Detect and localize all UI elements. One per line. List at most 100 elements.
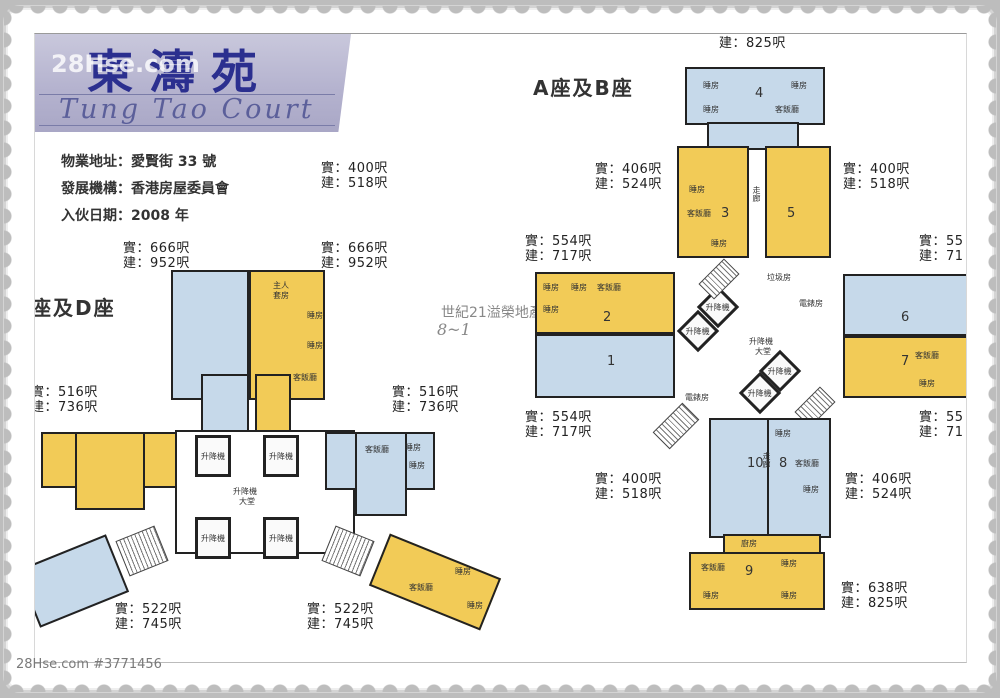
area-ab-1: 實：554呎 建：717呎 — [525, 410, 592, 440]
area-cd-mid-left: 實：516呎 建：736呎 — [34, 385, 98, 415]
gross-area: 建：952呎 — [123, 256, 190, 271]
estate-name-en: Tung Tao Court — [39, 94, 335, 126]
gross-area: 建：745呎 — [307, 617, 374, 632]
saleable-area: 實：516呎 — [392, 385, 459, 400]
area-ab-9: 實：638呎 建：825呎 — [841, 581, 908, 611]
handwritten-note: 8~1 — [437, 320, 471, 339]
saleable-area: 實：554呎 — [525, 234, 592, 249]
developer-line: 發展機構：香港房屋委員會 — [61, 181, 229, 197]
room-label: 睡房 — [467, 601, 483, 610]
unit-cd-mid-right-living — [355, 432, 407, 516]
room-label: 客飯廳 — [293, 373, 317, 382]
title-banner: 東濤苑 Tung Tao Court 28Hse.com — [35, 34, 351, 132]
agent-watermark: 世紀21溢榮地產 — [441, 305, 543, 321]
saleable-area: 實：638呎 — [841, 581, 908, 596]
room-label: 睡房 — [775, 429, 791, 438]
unit-cd-bottom-right[interactable] — [368, 533, 502, 631]
lift-label: 升降機 — [269, 451, 293, 461]
room-label: 睡房 — [703, 81, 719, 90]
room-label: 睡房 — [405, 443, 421, 452]
room-label: 睡房 — [919, 379, 935, 388]
unit-10[interactable] — [709, 418, 773, 538]
gross-area: 建：71 — [919, 249, 964, 264]
unit-7[interactable] — [843, 336, 966, 398]
room-label: 套房 — [273, 291, 289, 300]
room-label: 睡房 — [781, 591, 797, 600]
stairs — [115, 525, 169, 577]
stamp-edge-left — [4, 8, 14, 690]
area-ab-7: 實：55 建：71 — [919, 410, 964, 440]
gross-area: 建：518呎 — [321, 176, 388, 191]
saleable-area: 實：554呎 — [525, 410, 592, 425]
lift-label: 升降機 — [768, 366, 792, 376]
unit-9[interactable] — [689, 552, 825, 610]
unit-5[interactable] — [765, 146, 831, 258]
unit-8[interactable] — [767, 418, 831, 538]
block-cd-title: 座及D座 — [34, 296, 116, 320]
saleable-area: 實：400呎 — [843, 162, 910, 177]
saleable-area: 實：522呎 — [115, 602, 182, 617]
lift-label: 升降機 — [201, 451, 225, 461]
area-cd-top-left: 實：666呎 建：952呎 — [123, 241, 190, 271]
gross-area: 建：736呎 — [34, 400, 98, 415]
saleable-area: 實：522呎 — [307, 602, 374, 617]
room-label: 睡房 — [307, 341, 323, 350]
unit-4-service — [707, 122, 799, 150]
stairs — [698, 258, 740, 300]
room-label: 客飯廳 — [775, 105, 799, 114]
gross-area: 建：71 — [919, 425, 964, 440]
room-label: 主人 — [273, 281, 289, 290]
unit-6[interactable] — [843, 274, 966, 336]
area-note-top: 實：400呎 建：518呎 — [321, 161, 388, 191]
room-label: 睡房 — [803, 485, 819, 494]
block-ab-title: A座及B座 — [533, 76, 634, 100]
lift: 升降機 — [263, 517, 299, 559]
unit-cd-mid-left-living — [75, 432, 145, 510]
room-label: 睡房 — [791, 81, 807, 90]
gross-area: 建：952呎 — [321, 256, 388, 271]
unit-number: 3 — [721, 206, 730, 221]
site-watermark: 28Hse.com — [51, 50, 200, 78]
room-label: 電錶房 — [799, 299, 823, 308]
room-label: 客飯廳 — [701, 563, 725, 572]
lift: 升降機 — [195, 517, 231, 559]
gross-area: 建：524呎 — [845, 487, 912, 502]
saleable-area: 實：400呎 — [595, 472, 662, 487]
area-ab-5: 實：400呎 建：518呎 — [843, 162, 910, 192]
room-label: 睡房 — [455, 567, 471, 576]
unit-3[interactable] — [677, 146, 749, 258]
room-label: 睡房 — [703, 105, 719, 114]
unit-number: 7 — [901, 354, 910, 369]
lobby-label: 大堂 — [755, 347, 771, 356]
unit-cd-top-left-kitchen — [201, 374, 249, 434]
unit-number: 2 — [603, 310, 612, 325]
room-label: 睡房 — [703, 591, 719, 600]
address-line: 物業地址：愛賢街 33 號 — [61, 154, 217, 170]
unit-number: 6 — [901, 310, 910, 325]
unit-1[interactable] — [535, 334, 675, 398]
unit-2[interactable] — [535, 272, 675, 334]
lift-label: 升降機 — [686, 326, 710, 336]
unit-number: 9 — [745, 564, 754, 579]
gross-area: 建：717呎 — [525, 425, 592, 440]
room-label: 睡房 — [543, 283, 559, 292]
room-label: 睡房 — [711, 239, 727, 248]
lobby-label: 升降機 — [749, 337, 773, 346]
intake-line: 入伙日期：2008 年 — [61, 208, 189, 224]
gross-area: 建：745呎 — [115, 617, 182, 632]
listing-id: 28Hse.com #3771456 — [16, 657, 162, 672]
area-cd-mid-right: 實：516呎 建：736呎 — [392, 385, 459, 415]
lift: 升降機 — [195, 435, 231, 477]
gross-area: 建：825呎 — [841, 596, 908, 611]
unit-number: 4 — [755, 86, 764, 101]
room-label: 廚房 — [741, 539, 757, 548]
lobby-label: 大堂 — [239, 497, 255, 506]
corridor-label: 走廊 — [752, 186, 761, 202]
gross-area: 建：518呎 — [843, 177, 910, 192]
corridor-label: 走廊 — [762, 452, 771, 468]
room-label: 客飯廳 — [687, 209, 711, 218]
unit-number: 1 — [607, 354, 616, 369]
room-label: 客飯廳 — [365, 445, 389, 454]
room-label: 客飯廳 — [409, 583, 433, 592]
lift-label: 升降機 — [269, 533, 293, 543]
